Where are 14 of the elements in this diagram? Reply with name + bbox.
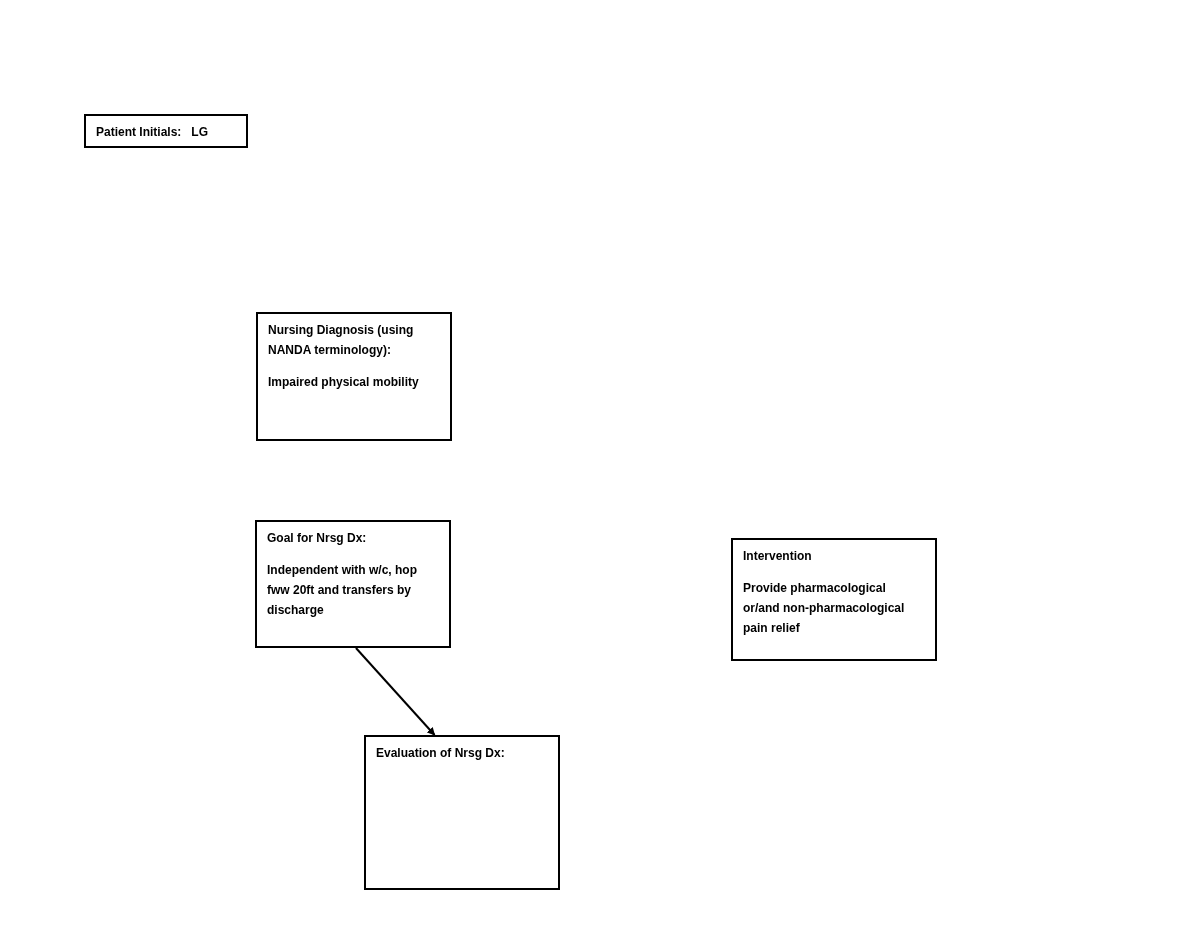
box-heading: Nursing Diagnosis (using NANDA terminology): [268,322,415,359]
box-heading: Intervention [743,548,813,565]
box-heading: Patient Initials: LG [96,124,209,141]
text-box [255,520,451,648]
box-text: Independent with w/c, hop fww 20ft and transfers by discharge [267,562,418,619]
text-box [731,538,937,661]
text-box [84,114,248,148]
text-box [256,312,452,441]
box-text: Impaired physical mobility [268,374,420,391]
box-heading: Evaluation of Nrsg Dx: [376,745,506,762]
arrow [354,647,436,736]
box-heading: Goal for Nrsg Dx: [267,530,368,547]
box-text: Provide pharmacological or/and non-pharmacological pain relief [743,580,906,637]
text-box [364,735,560,890]
